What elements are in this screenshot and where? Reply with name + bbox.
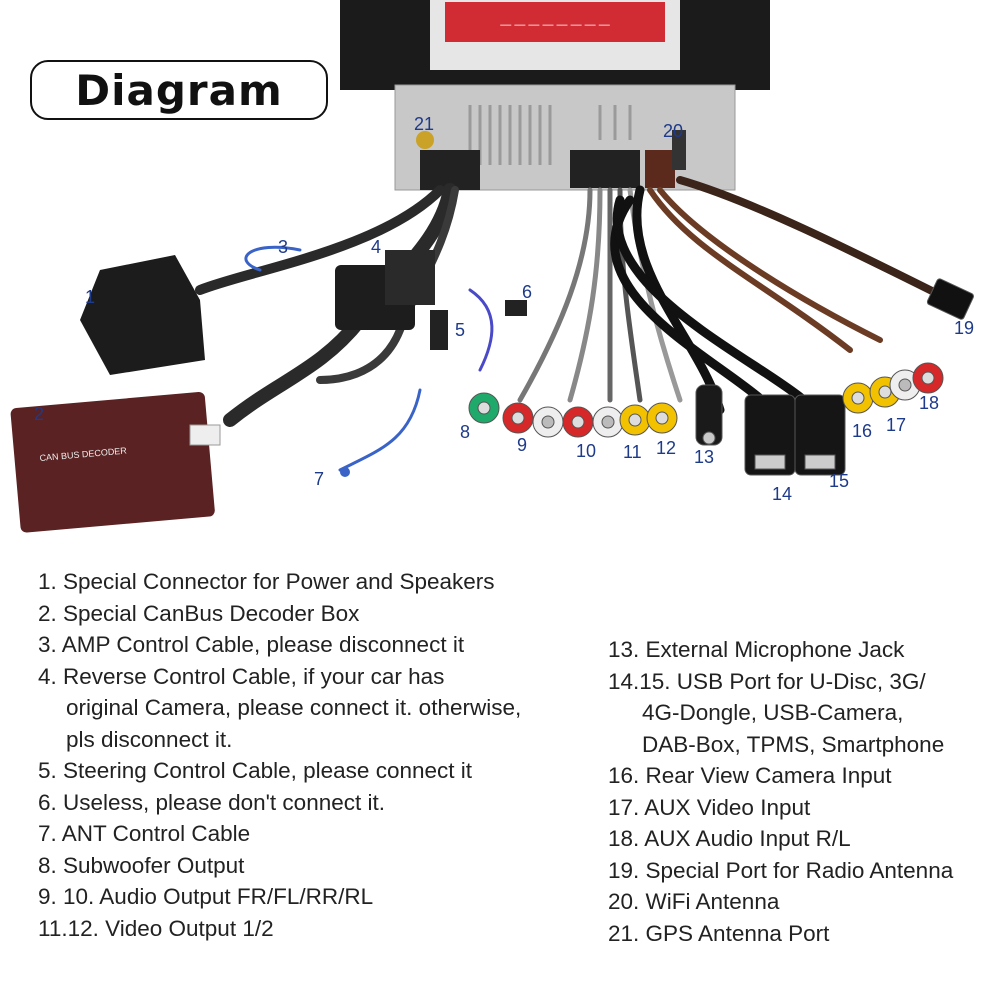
rca-16-yellow bbox=[843, 383, 873, 413]
radio-antenna-port-19 bbox=[926, 278, 974, 320]
legend-item-11-12: 11.12. Video Output 1/2 bbox=[38, 913, 521, 945]
legend-item-7: 7. ANT Control Cable bbox=[38, 818, 521, 850]
legend-item-1: 1. Special Connector for Power and Speak… bbox=[38, 566, 521, 598]
legend-item-4-line-3: pls disconnect it. bbox=[38, 724, 521, 756]
callout-7: 7 bbox=[314, 469, 324, 490]
callout-16: 16 bbox=[852, 421, 872, 442]
legend-item-21: 21. GPS Antenna Port bbox=[608, 918, 953, 950]
callout-4: 4 bbox=[371, 237, 381, 258]
legend-item-13: 13. External Microphone Jack bbox=[608, 634, 953, 666]
legend-item-18: 18. AUX Audio Input R/L bbox=[608, 823, 953, 855]
rca-12-yellow bbox=[647, 403, 677, 433]
callout-8: 8 bbox=[460, 422, 470, 443]
callout-15: 15 bbox=[829, 471, 849, 492]
callout-19: 19 bbox=[954, 318, 974, 339]
wiring-harness-illustration: — — — — — — — — CAN BUS DECODER bbox=[0, 0, 1000, 560]
rca-18-red bbox=[913, 363, 943, 393]
legend-item-20: 20. WiFi Antenna bbox=[608, 886, 953, 918]
callout-3: 3 bbox=[278, 237, 288, 258]
legend-item-5: 5. Steering Control Cable, please connec… bbox=[38, 755, 521, 787]
mic-jack-13 bbox=[696, 385, 722, 445]
legend-item-6: 6. Useless, please don't connect it. bbox=[38, 787, 521, 819]
callout-21: 21 bbox=[414, 114, 434, 135]
callout-11: 11 bbox=[623, 442, 642, 463]
legend-item-3: 3. AMP Control Cable, please disconnect … bbox=[38, 629, 521, 661]
callout-2: 2 bbox=[34, 404, 44, 425]
legend-list-left: 1. Special Connector for Power and Speak… bbox=[38, 566, 521, 944]
legend-item-14-15-line-3: DAB-Box, TPMS, Smartphone bbox=[608, 729, 953, 761]
rca-10-red bbox=[563, 407, 593, 437]
callout-1: 1 bbox=[85, 287, 95, 308]
legend-item-17: 17. AUX Video Input bbox=[608, 792, 953, 824]
legend-item-14-15-line-2: 4G-Dongle, USB-Camera, bbox=[608, 697, 953, 729]
callout-13: 13 bbox=[694, 447, 714, 468]
rca-11-yellow bbox=[620, 405, 650, 435]
callout-18: 18 bbox=[919, 393, 939, 414]
callout-17: 17 bbox=[886, 415, 906, 436]
legend-item-2: 2. Special CanBus Decoder Box bbox=[38, 598, 521, 630]
callout-14: 14 bbox=[772, 484, 792, 505]
legend-item-4-line-2: original Camera, please connect it. othe… bbox=[38, 692, 521, 724]
rca-8-green bbox=[469, 393, 499, 423]
callout-20: 20 bbox=[663, 121, 683, 142]
rca-10-white bbox=[593, 407, 623, 437]
usb-15 bbox=[795, 395, 845, 475]
callout-10: 10 bbox=[576, 441, 596, 462]
legend-item-14-15: 14.15. USB Port for U-Disc, 3G/ bbox=[608, 666, 953, 698]
legend-item-4: 4. Reverse Control Cable, if your car ha… bbox=[38, 661, 521, 693]
callout-9: 9 bbox=[517, 435, 527, 456]
callout-5: 5 bbox=[455, 320, 465, 341]
svg-text:— — — — — — — —: — — — — — — — — bbox=[500, 19, 609, 31]
callout-12: 12 bbox=[656, 438, 676, 459]
legend-item-16: 16. Rear View Camera Input bbox=[608, 760, 953, 792]
callout-6: 6 bbox=[522, 282, 532, 303]
rca-9-white bbox=[533, 407, 563, 437]
rca-9-red bbox=[503, 403, 533, 433]
legend-list-right: 13. External Microphone Jack 14.15. USB … bbox=[608, 634, 953, 949]
special-connector-block bbox=[80, 255, 205, 375]
legend-item-9-10: 9. 10. Audio Output FR/FL/RR/RL bbox=[38, 881, 521, 913]
usb-14 bbox=[745, 395, 795, 475]
legend-item-19: 19. Special Port for Radio Antenna bbox=[608, 855, 953, 887]
legend-item-8: 8. Subwoofer Output bbox=[38, 850, 521, 882]
